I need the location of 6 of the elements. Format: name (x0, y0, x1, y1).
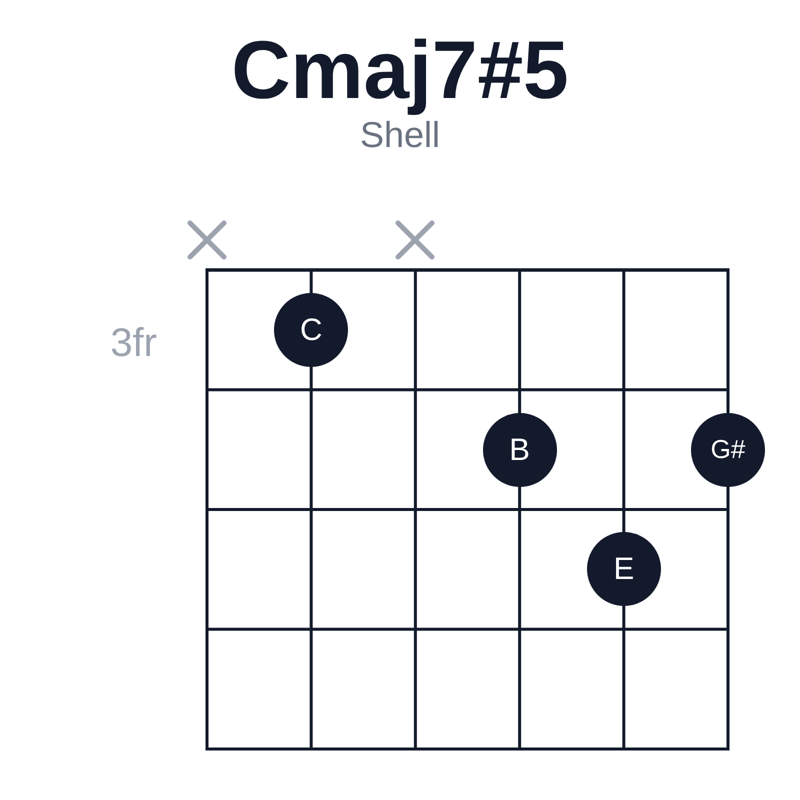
chord-subtitle: Shell (360, 117, 440, 153)
note-dot: B (482, 412, 557, 487)
note-dot: G# (691, 412, 765, 487)
note-dot: C (274, 292, 348, 367)
note-dot: E (586, 532, 661, 606)
fret-number: 3fr (110, 323, 157, 363)
